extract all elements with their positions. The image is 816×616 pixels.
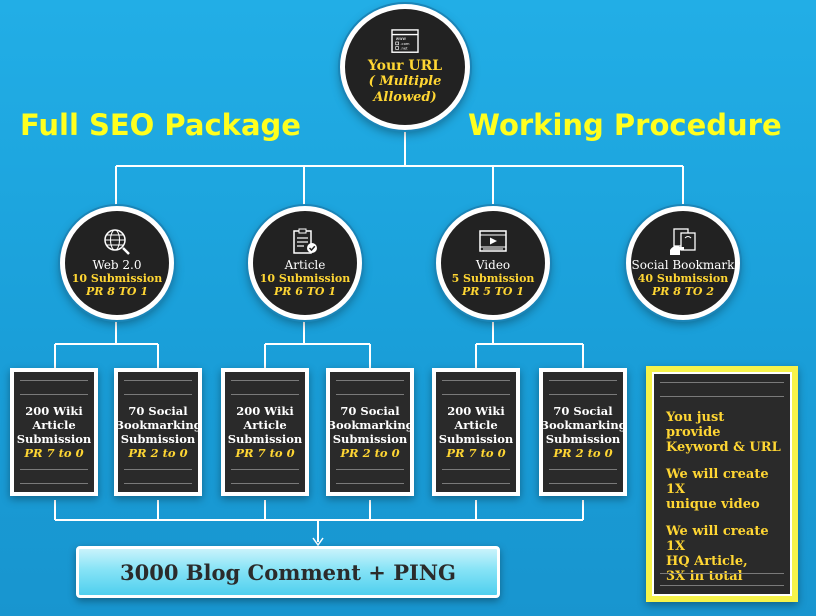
sub-box-social-bookmarking: 70 Social Bookmarking Submission PR 2 to… (326, 368, 414, 496)
root-node-your-url: www .com .net Your URL ( Multiple Allowe… (340, 4, 470, 130)
box-line3: Submission (16, 432, 92, 446)
category-node-video: Video 5 Submission PR 5 TO 1 (436, 206, 550, 320)
category-submission: 5 Submission (451, 272, 535, 285)
box-line1: 200 Wiki (447, 404, 505, 418)
box-line1: 200 Wiki (236, 404, 294, 418)
category-pr: PR 8 TO 1 (86, 285, 148, 298)
category-name: Social Bookmark (631, 258, 735, 272)
box-line2: Bookmarking (539, 418, 627, 432)
box-line3: Submission (227, 432, 303, 446)
sub-box-wiki-article: 200 Wiki Article Submission PR 7 to 0 (10, 368, 98, 496)
category-name: Video (475, 258, 511, 272)
box-pr: PR 2 to 0 (340, 446, 400, 460)
root-note-line2: Allowed) (373, 89, 437, 105)
category-pr: PR 5 TO 1 (462, 285, 524, 298)
heading-full-seo-package: Full SEO Package (20, 108, 301, 142)
box-line1: 70 Social (340, 404, 400, 418)
box-line3: Submission (120, 432, 196, 446)
box-line3: Submission (545, 432, 621, 446)
icon-text-www: www (396, 36, 407, 41)
sub-box-wiki-article: 200 Wiki Article Submission PR 7 to 0 (432, 368, 520, 496)
category-node-article: Article 10 Submission PR 6 TO 1 (248, 206, 362, 320)
box-line1: 70 Social (553, 404, 613, 418)
sub-box-wiki-article: 200 Wiki Article Submission PR 7 to 0 (221, 368, 309, 496)
category-pr: PR 6 TO 1 (274, 285, 336, 298)
box-pr: PR 2 to 0 (128, 446, 188, 460)
globe-icon (104, 229, 130, 255)
box-line3: Submission (332, 432, 408, 446)
icon-text-com: .com (400, 41, 409, 45)
box-line2: Article (454, 418, 498, 432)
category-name: Web 2.0 (92, 258, 142, 272)
banner-text: 3000 Blog Comment + PING (120, 559, 456, 585)
heading-working-procedure: Working Procedure (468, 108, 782, 142)
root-label: Your URL (367, 57, 443, 74)
box-pr: PR 7 to 0 (235, 446, 295, 460)
category-submission: 10 Submission (259, 272, 351, 285)
arrow-head (312, 537, 324, 547)
box-pr: PR 7 to 0 (24, 446, 84, 460)
social-bookmark-icon (670, 228, 696, 255)
category-name: Article (284, 258, 326, 272)
box-line2: Article (32, 418, 76, 432)
box-pr: PR 7 to 0 (446, 446, 506, 460)
category-pr: PR 8 TO 2 (652, 285, 714, 298)
blog-comment-banner: 3000 Blog Comment + PING (76, 546, 500, 598)
video-player-icon (479, 230, 507, 252)
box-line2: Article (243, 418, 287, 432)
category-node-web20: Web 2.0 10 Submission PR 8 TO 1 (60, 206, 174, 320)
sub-box-social-bookmarking: 70 Social Bookmarking Submission PR 2 to… (114, 368, 202, 496)
root-note-line1: ( Multiple (368, 73, 442, 89)
box-line1: 200 Wiki (25, 404, 83, 418)
category-submission: 40 Submission (637, 272, 729, 285)
box-line2: Bookmarking (326, 418, 414, 432)
category-node-social-bookmark: Social Bookmark 40 Submission PR 8 TO 2 (626, 206, 740, 320)
browser-window-icon: www .com .net (391, 28, 419, 53)
category-submission: 10 Submission (71, 272, 163, 285)
box-line1: 70 Social (128, 404, 188, 418)
box-line3: Submission (438, 432, 514, 446)
sub-box-social-bookmarking: 70 Social Bookmarking Submission PR 2 to… (539, 368, 627, 496)
box-pr: PR 2 to 0 (553, 446, 613, 460)
box-line2: Bookmarking (114, 418, 202, 432)
checklist-icon (293, 228, 317, 254)
icon-text-net: .net (400, 46, 408, 50)
